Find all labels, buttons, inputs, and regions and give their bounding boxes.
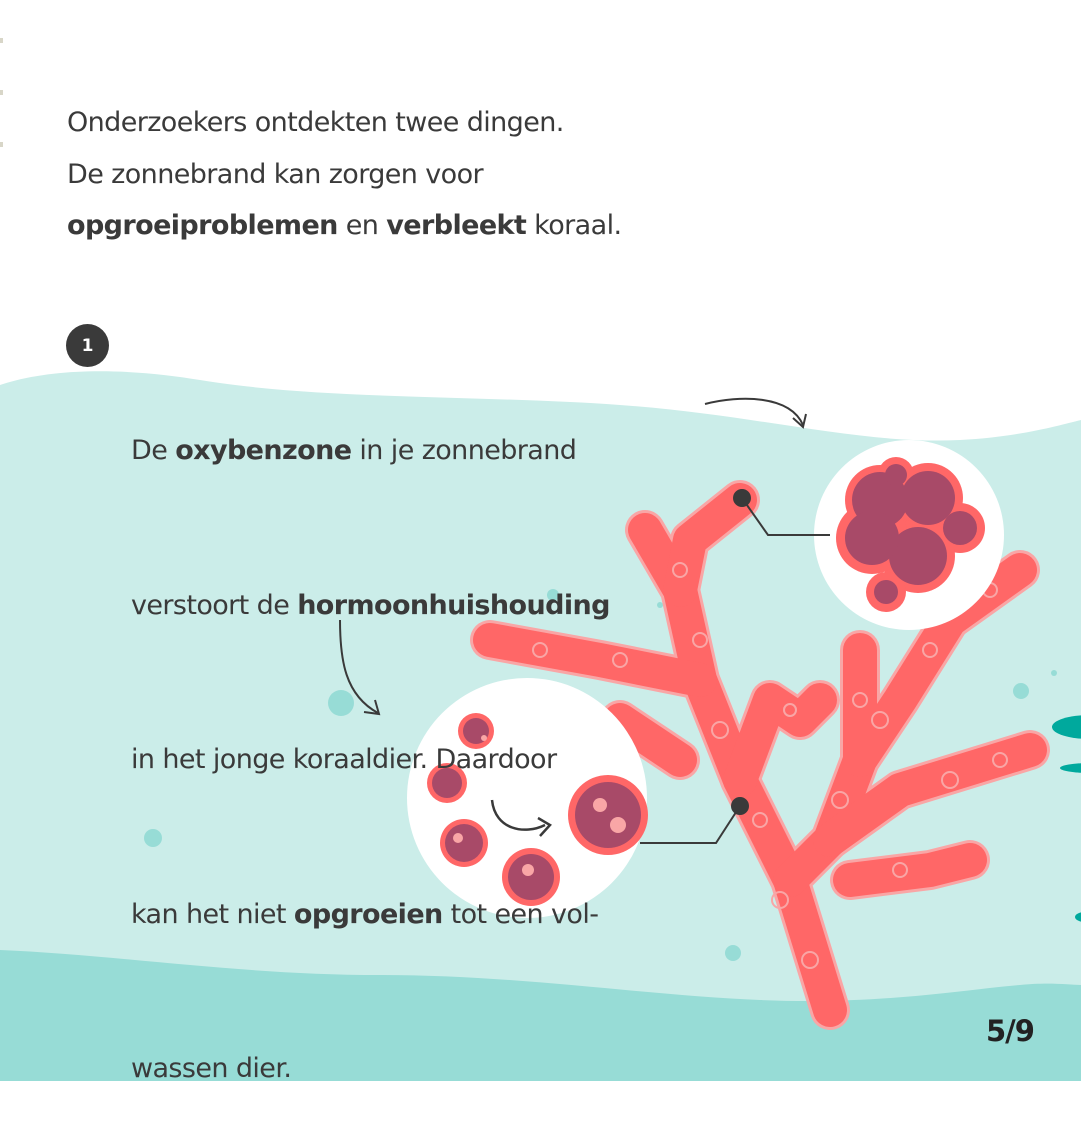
- text-segment: Onderzoekers ontdekten twee dingen.: [67, 107, 564, 138]
- text-segment: in het jonge koraaldier. Daardoor: [131, 744, 557, 775]
- bubbles: [144, 589, 1057, 961]
- text-segment: De zonnebrand kan zorgen voor: [67, 158, 484, 190]
- intro-line: De zonnebrand kan zorgen voor: [67, 149, 621, 201]
- text-segment: kan het niet: [131, 898, 294, 930]
- text-segment: wassen dier.: [131, 1053, 292, 1084]
- text-segment: De: [131, 435, 176, 466]
- zoom-circle-polyps: [407, 678, 648, 918]
- step-line: verstoort de hormoonhuishouding: [131, 580, 610, 632]
- text-segment: in je zonnebrand: [351, 435, 577, 466]
- step-text: De oxybenzone in je zonnebrand verstoort…: [131, 322, 610, 1146]
- intro-line: opgroeiproblemen en verbleekt koraal.: [67, 200, 622, 252]
- zoom-circle-bleached: [814, 440, 1004, 630]
- callout-lines: [339, 397, 830, 844]
- bold-term: opgroeien: [293, 898, 443, 930]
- bold-term: verbleekt: [386, 210, 527, 241]
- coral-illustration: [0, 371, 1081, 1081]
- seaweed: [1052, 715, 1081, 922]
- step-number-badge: 1: [66, 324, 109, 367]
- step-line: wassen dier.: [131, 1043, 610, 1095]
- seabed: [0, 950, 1081, 1081]
- bold-term: oxybenzone: [175, 435, 352, 466]
- text-segment: koraal.: [526, 210, 622, 241]
- bold-term: hormoonhuishouding: [297, 589, 610, 621]
- intro-text: Onderzoekers ontdekten twee dingen. De z…: [67, 97, 622, 252]
- text-segment: tot een vol-: [442, 898, 599, 930]
- text-segment: verstoort de: [131, 589, 298, 621]
- page-indicator: 5/9: [986, 1014, 1035, 1048]
- step-line: kan het niet opgroeien tot een vol-: [131, 889, 610, 941]
- step-line: in het jonge koraaldier. Daardoor: [131, 734, 610, 786]
- edge-marks: [0, 38, 3, 194]
- bold-term: opgroeiproblemen: [67, 210, 338, 241]
- text-segment: en: [337, 210, 387, 241]
- step-line: De oxybenzone in je zonnebrand: [131, 425, 610, 477]
- intro-line: Onderzoekers ontdekten twee dingen.: [67, 97, 621, 149]
